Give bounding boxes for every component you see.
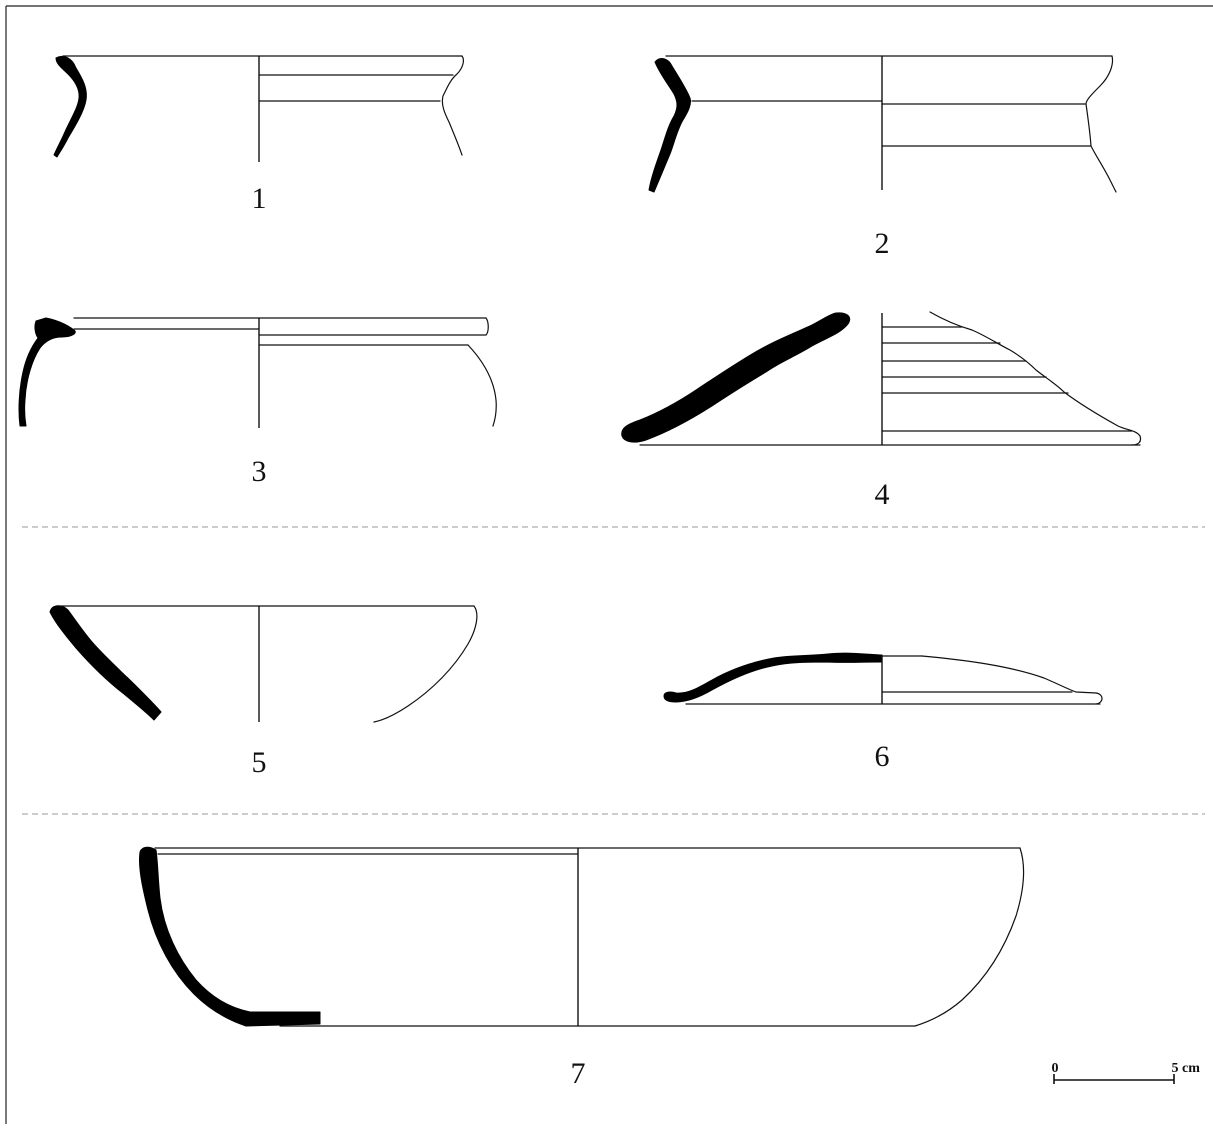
vessel-2-drawing: 2	[648, 55, 1117, 260]
vessel-4-outline	[929, 311, 1142, 446]
vessel-2-profile-section	[648, 58, 691, 193]
vessel-1-drawing: 1	[53, 55, 464, 215]
vessel-3-label: 3	[252, 455, 267, 488]
vessel-7-label: 7	[571, 1057, 586, 1090]
vessel-3-outline	[467, 317, 497, 427]
vessel-6-outline	[921, 655, 1103, 705]
scale-bar-start-label: 0	[1052, 1061, 1059, 1076]
vessel-4-profile-section	[621, 312, 851, 443]
vessel-5-profile-section	[49, 605, 162, 721]
vessel-3-profile-section	[18, 317, 76, 427]
vessel-6-label: 6	[875, 740, 890, 773]
vessel-5-drawing: 5	[49, 605, 478, 779]
vessel-4-drawing: 4	[621, 311, 1142, 511]
vessel-1-outline	[441, 55, 464, 156]
vessel-5-label: 5	[252, 746, 267, 779]
vessel-7-profile-section	[139, 846, 321, 1027]
vessel-7-outline	[914, 847, 1025, 1027]
vessel-5-outline	[373, 605, 478, 723]
vessel-1-profile-section	[53, 55, 87, 158]
vessel-4-label: 4	[875, 478, 890, 511]
vessel-1-label: 1	[252, 182, 267, 215]
vessel-2-label: 2	[875, 227, 890, 260]
scale-bar-unit-label: cm	[1182, 1061, 1200, 1076]
scale-bar: 0 5 cm	[1052, 1061, 1200, 1084]
vessel-2-outline	[1085, 55, 1117, 193]
vessel-6-drawing: 6	[663, 652, 1103, 773]
vessel-7-drawing: 7	[139, 846, 1025, 1090]
vessel-6-profile-section	[663, 652, 883, 703]
scale-bar-end-label: 5	[1172, 1061, 1179, 1076]
vessel-3-drawing: 3	[18, 317, 497, 488]
